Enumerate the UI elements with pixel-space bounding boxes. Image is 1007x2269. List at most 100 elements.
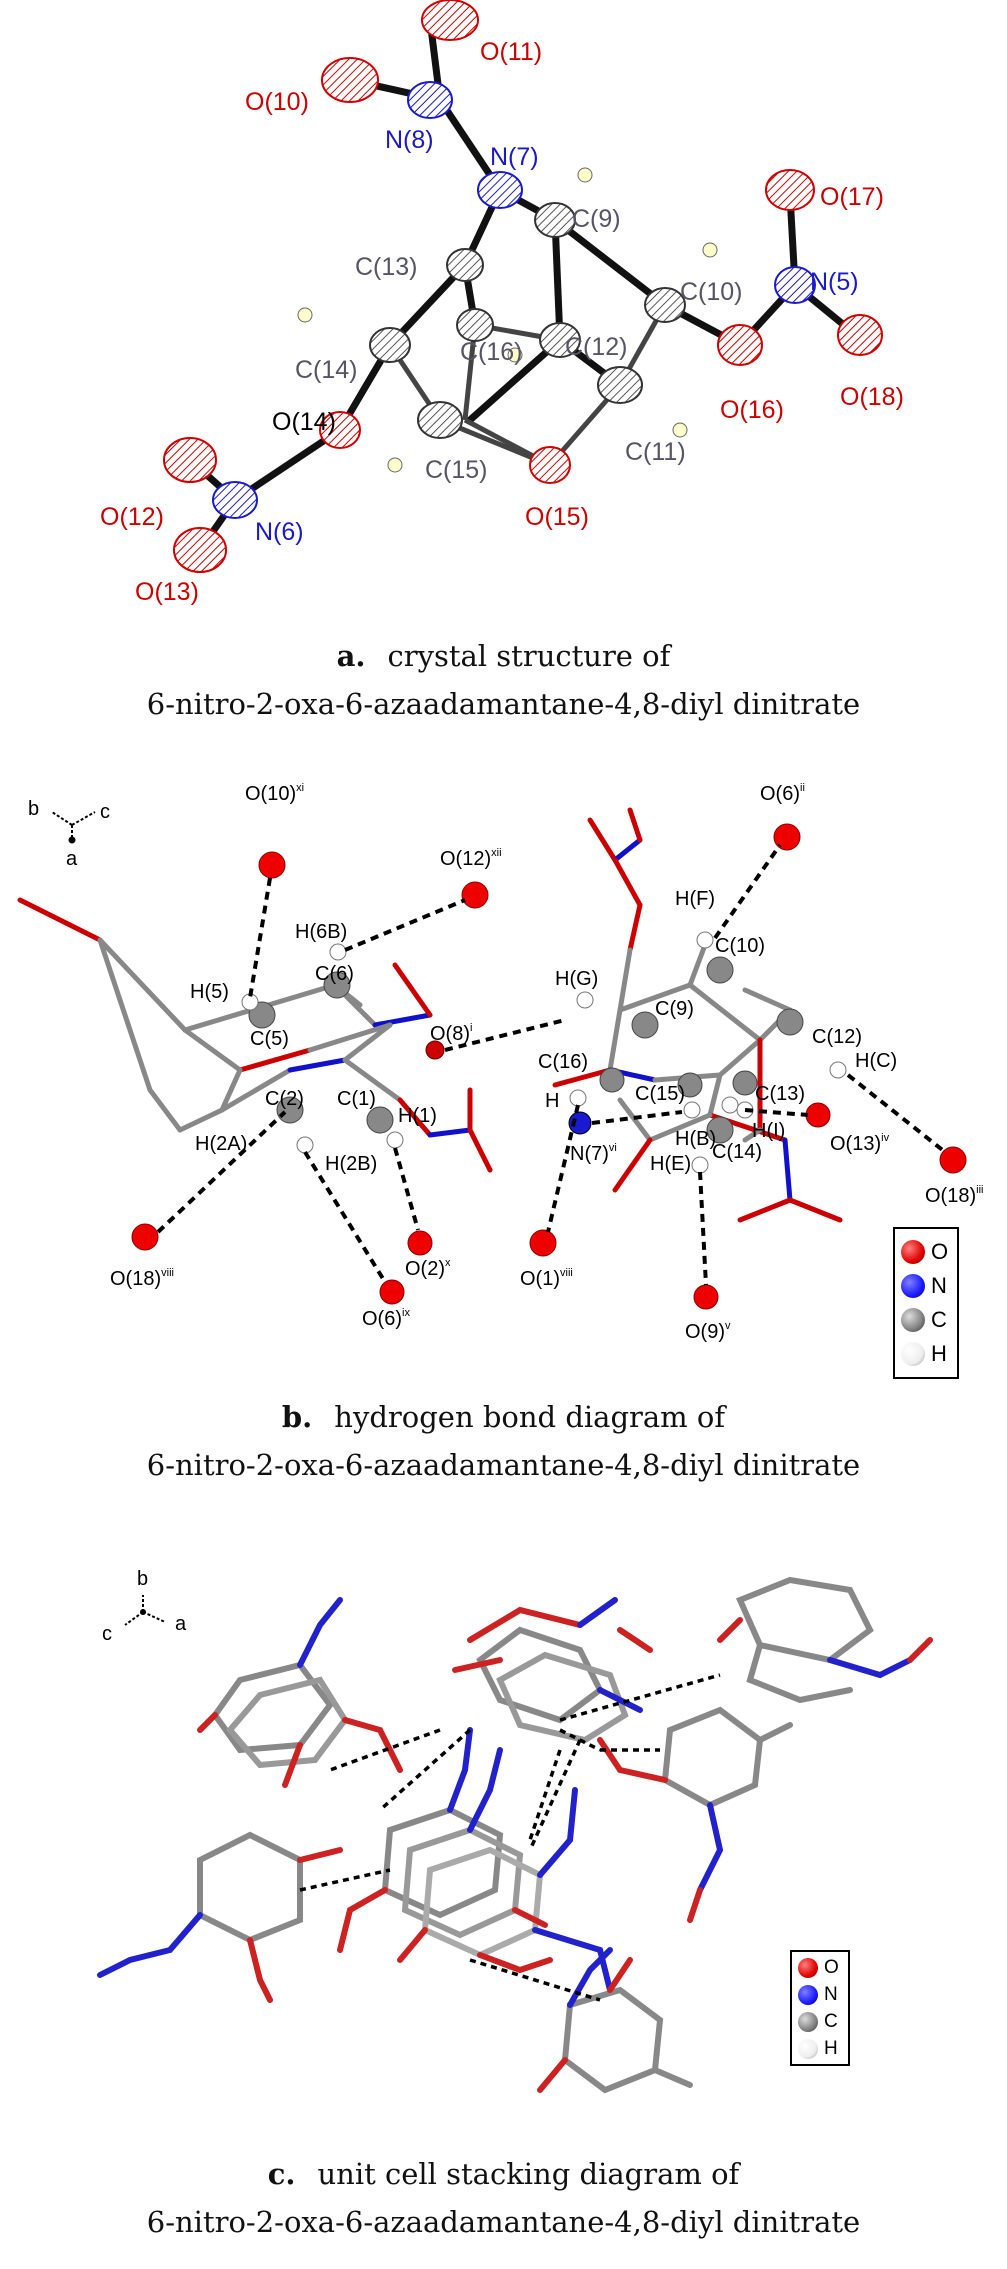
label-H2A: H(2A) [195, 1133, 247, 1155]
label-C15: C(15) [425, 456, 488, 484]
label-HE: H(E) [650, 1153, 691, 1175]
atom-C15 [417, 401, 463, 439]
axis-indicator: b c a [28, 798, 110, 870]
atom-O12 [163, 437, 217, 483]
label-O1: O(1)viii [520, 1267, 573, 1290]
label-C11: C(11) [625, 438, 686, 466]
legend-b-item-o: O [895, 1235, 957, 1269]
legend-c-item-n: N [792, 1981, 848, 2008]
label-H2B: H(2B) [325, 1153, 377, 1175]
atom-C11 [597, 366, 643, 404]
legend-n-swatch [901, 1274, 925, 1298]
atom-C10 [644, 287, 686, 323]
unit-cell-stacking-figure: b c a [97, 1568, 933, 2094]
label-O14: O(14) [272, 408, 336, 436]
axis-indicator-c: b c a [102, 1568, 187, 1645]
atom-C12 [539, 322, 581, 358]
caption-a-line2: 6-nitro-2-oxa-6-azaadamantane-4,8-diyl d… [146, 687, 861, 721]
label-O6-ix: O(6)ix [362, 1307, 410, 1330]
crystal-structure-figure: O(11) O(10) N(8) N(7) C(9) C(13) C(10) O… [100, 0, 904, 606]
left-molecule [17, 897, 493, 1173]
label-C13: C(13) [755, 1083, 805, 1105]
legend-c-n-swatch [798, 1984, 818, 2005]
caption-b-line1: b.hydrogen bond diagram of [281, 1400, 726, 1434]
atom-O11 [421, 0, 479, 41]
label-H6B: H(6B) [295, 921, 347, 943]
label-C10: C(10) [715, 935, 765, 957]
legend-h-swatch [901, 1342, 925, 1366]
legend-b-item-n: N [895, 1269, 957, 1303]
label-O8: O(8)i [430, 1022, 472, 1045]
caption-c-line1: c.unit cell stacking diagram of [267, 2157, 740, 2191]
atom-C16 [456, 308, 494, 342]
legend-c-h-swatch [798, 2038, 818, 2059]
legend-c-swatch [901, 1308, 925, 1332]
label-HG: H(G) [555, 968, 598, 990]
label-C1: C(1) [337, 1088, 376, 1110]
legend-o-swatch [901, 1240, 925, 1264]
axis-a: a [66, 848, 78, 870]
label-C6: C(6) [315, 963, 354, 985]
atom-O18 [837, 314, 883, 356]
atom-labels: O(11) O(10) N(8) N(7) C(9) C(13) C(10) O… [100, 38, 904, 606]
label-N8: N(8) [385, 126, 434, 154]
label-O13: O(13) [135, 578, 199, 606]
axis-c-b: b [137, 1568, 148, 1590]
label-O18-iii: O(18)iii [925, 1184, 983, 1207]
axis-b: b [28, 798, 39, 820]
label-C13: C(13) [355, 253, 418, 281]
axis-c-a: a [175, 1613, 187, 1635]
panel-b-hydrogen-bond: b c a [0, 740, 1007, 1440]
labels-b: O(10)xi H(6B) O(12)xii H(5) C(6) C(5) O(… [110, 782, 983, 1343]
label-N7: N(7)vi [570, 1142, 617, 1165]
right-molecule [552, 807, 843, 1223]
atom-C9 [534, 202, 576, 238]
atoms [163, 0, 883, 573]
label-O10: O(10)xi [245, 782, 304, 805]
label-O18-viii: O(18)viii [110, 1267, 174, 1290]
label-HF: H(F) [675, 888, 715, 910]
atom-O16 [717, 324, 763, 366]
panel-c-unit-cell-stacking: b c a [0, 1530, 1007, 2160]
atom-C13 [446, 248, 484, 282]
left-atoms [131, 851, 489, 1305]
atom-O10 [321, 57, 379, 103]
label-C15: C(15) [635, 1083, 685, 1105]
label-C5: C(5) [250, 1028, 289, 1050]
atom-O14 [319, 411, 361, 449]
h-bonds-left [156, 877, 566, 1284]
label-O15: O(15) [525, 503, 589, 531]
label-O12: O(12)xii [440, 847, 502, 870]
label-O12: O(12) [100, 503, 164, 531]
atom-O13 [173, 527, 227, 573]
legend-c: O N C H [790, 1950, 850, 2066]
axis-c: c [100, 801, 110, 823]
legend-c-item-o: O [792, 1954, 848, 1981]
h-bond-dashes-c [299, 1673, 721, 2002]
legend-c-o-swatch [798, 1957, 818, 1978]
right-atoms [529, 823, 967, 1310]
caption-a: a.crystal structure of 6-nitro-2-oxa-6-a… [0, 632, 1007, 728]
caption-a-line1: a.crystal structure of [336, 639, 671, 673]
legend-b-item-c: C [895, 1303, 957, 1337]
legend-c-c-swatch [798, 2011, 818, 2032]
label-C9: C(9) [655, 998, 694, 1020]
label-H: H [545, 1090, 559, 1112]
atom-O17 [765, 169, 815, 211]
atom-N7 [477, 171, 523, 209]
label-C12: C(12) [565, 333, 628, 361]
label-O17: O(17) [820, 183, 884, 211]
label-HI: H(I) [752, 1120, 785, 1142]
h-bonds-right [546, 843, 947, 1286]
legend-c-item-h: H [792, 2035, 848, 2062]
caption-b: b.hydrogen bond diagram of 6-nitro-2-oxa… [0, 1393, 1007, 1489]
label-O13: O(13)iv [830, 1132, 890, 1155]
legend-c-item-c: C [792, 2008, 848, 2035]
panel-a-crystal-structure: O(11) O(10) N(8) N(7) C(9) C(13) C(10) O… [0, 0, 1007, 620]
label-HB: H(B) [675, 1128, 716, 1150]
atom-N8 [407, 81, 453, 119]
atom-N6 [212, 481, 258, 519]
label-N5: N(5) [810, 268, 859, 296]
label-O10: O(10) [245, 88, 309, 116]
label-O18: O(18) [840, 383, 904, 411]
